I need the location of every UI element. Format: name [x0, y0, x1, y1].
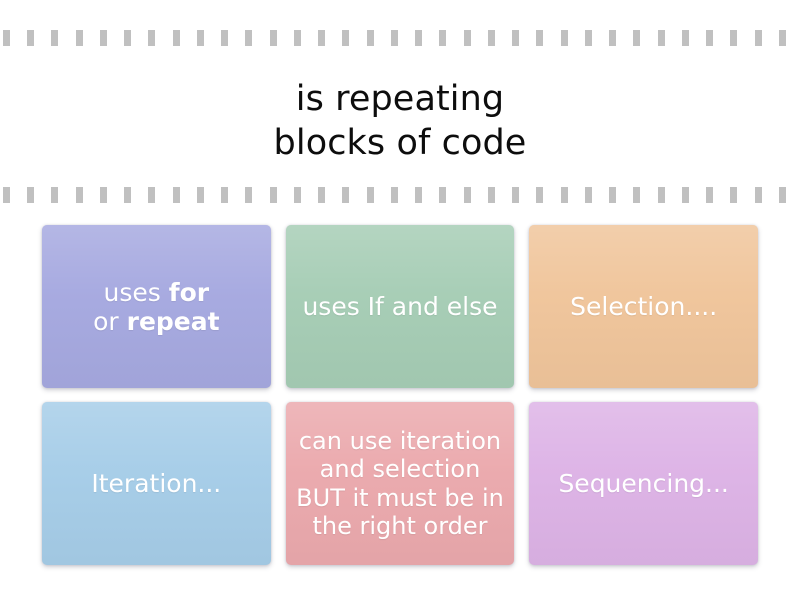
answer-card-label: uses If and else	[302, 292, 498, 321]
dash-mark	[584, 30, 592, 46]
dash-mark	[487, 30, 495, 46]
dash-mark	[415, 30, 423, 46]
answer-card-label: can use iteration and selection BUT it m…	[296, 427, 504, 540]
dash-mark	[778, 187, 786, 203]
answer-card-grid: uses for or repeat uses If and else Select…	[42, 225, 758, 565]
dash-mark	[342, 30, 350, 46]
dash-mark	[366, 187, 374, 203]
dashed-separator-middle	[0, 187, 800, 203]
dash-mark	[75, 187, 83, 203]
dash-mark	[245, 30, 253, 46]
dash-mark	[560, 30, 568, 46]
dash-mark	[318, 187, 326, 203]
dash-mark	[342, 187, 350, 203]
dash-mark	[415, 187, 423, 203]
dash-mark	[633, 187, 641, 203]
dash-mark	[148, 30, 156, 46]
dash-mark	[3, 30, 10, 46]
dash-mark	[609, 30, 617, 46]
dash-mark	[148, 187, 156, 203]
dash-mark	[269, 30, 277, 46]
dash-mark	[754, 187, 762, 203]
dash-mark	[27, 30, 35, 46]
prompt-area: is repeating blocks of code	[0, 62, 800, 180]
dash-mark	[293, 30, 301, 46]
dash-mark	[730, 30, 738, 46]
dash-mark	[269, 187, 277, 203]
answer-card-label: Iteration...	[91, 469, 222, 498]
answer-card-label: Selection....	[570, 292, 718, 321]
answer-card-selection[interactable]: Selection....	[529, 225, 758, 388]
dash-mark	[390, 187, 398, 203]
dash-mark	[439, 30, 447, 46]
dash-mark	[730, 187, 738, 203]
dash-mark	[439, 187, 447, 203]
dash-mark	[51, 30, 59, 46]
answer-card-label: Sequencing...	[558, 469, 729, 498]
dash-mark	[221, 187, 229, 203]
dash-mark	[560, 187, 568, 203]
answer-card-iteration[interactable]: Iteration...	[42, 402, 271, 565]
dash-mark	[390, 30, 398, 46]
dash-mark	[754, 30, 762, 46]
dash-mark	[706, 30, 714, 46]
prompt-text: is repeating blocks of code	[273, 78, 527, 163]
dash-mark	[196, 30, 204, 46]
dash-mark	[99, 187, 107, 203]
dash-mark	[512, 187, 520, 203]
dash-mark	[172, 187, 180, 203]
dash-mark	[3, 187, 10, 203]
dash-mark	[681, 187, 689, 203]
dash-mark	[293, 187, 301, 203]
dashed-separator-top	[0, 30, 800, 46]
answer-card-label: uses for or repeat	[93, 277, 220, 336]
dash-mark	[318, 30, 326, 46]
answer-card-can-use-iteration-and-selection[interactable]: can use iteration and selection BUT it m…	[285, 402, 515, 565]
dash-mark	[681, 30, 689, 46]
dash-mark	[75, 30, 83, 46]
dash-mark	[172, 30, 180, 46]
dash-mark	[196, 187, 204, 203]
dash-mark	[657, 187, 665, 203]
answer-card-sequencing[interactable]: Sequencing...	[529, 402, 758, 565]
dash-mark	[536, 187, 544, 203]
dash-mark	[245, 187, 253, 203]
dash-mark	[633, 30, 641, 46]
dash-mark	[536, 30, 544, 46]
dash-mark	[463, 30, 471, 46]
dash-mark	[124, 187, 132, 203]
dash-mark	[487, 187, 495, 203]
dash-mark	[99, 30, 107, 46]
dash-mark	[124, 30, 132, 46]
dash-mark	[584, 187, 592, 203]
dash-mark	[657, 30, 665, 46]
dash-mark	[27, 187, 35, 203]
answer-card-uses-if-and-else[interactable]: uses If and else	[285, 225, 515, 388]
dash-mark	[366, 30, 374, 46]
dash-mark	[463, 187, 471, 203]
dash-mark	[778, 30, 786, 46]
dash-mark	[51, 187, 59, 203]
answer-card-uses-for-or-repeat[interactable]: uses for or repeat	[42, 225, 271, 388]
dash-mark	[512, 30, 520, 46]
dash-mark	[706, 187, 714, 203]
dash-mark	[609, 187, 617, 203]
dash-mark	[221, 30, 229, 46]
